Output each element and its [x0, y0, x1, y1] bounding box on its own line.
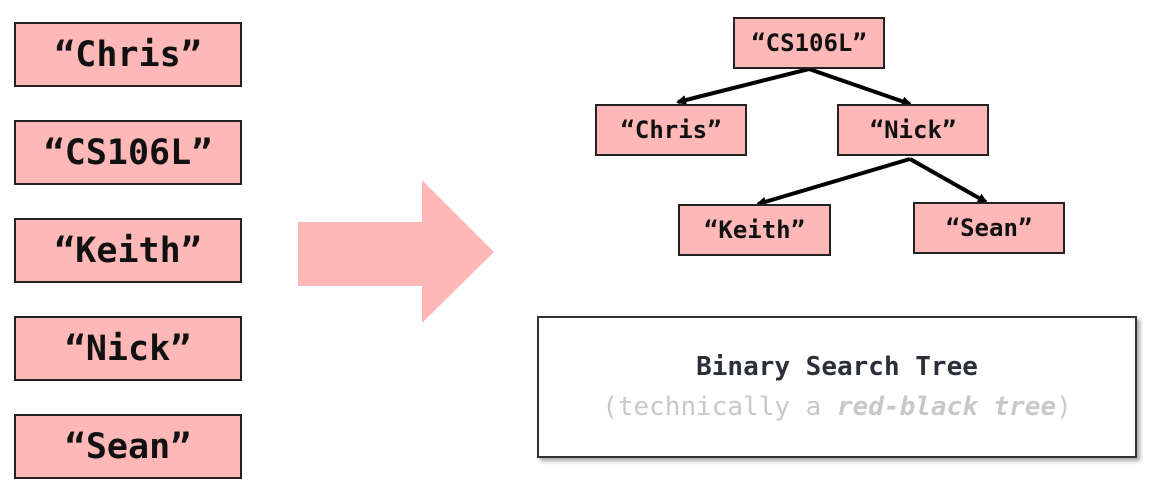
list-item-label: “Nick” — [64, 328, 192, 369]
tree-node-label: “CS106L” — [751, 29, 867, 57]
caption-box: Binary Search Tree (technically a red-bl… — [537, 316, 1137, 458]
list-item-label: “CS106L” — [43, 132, 213, 173]
caption-sub-prefix: (technically a — [602, 392, 837, 422]
list-item-label: “Keith” — [54, 230, 202, 271]
tree-node-label: “Keith” — [703, 216, 806, 244]
caption-sub-emphasis: red-black tree — [837, 392, 1057, 422]
edge-nick-keith — [756, 157, 911, 207]
list-item-label: “Sean” — [64, 426, 192, 467]
right-arrow-icon — [298, 180, 494, 323]
caption-subtitle: (technically a red-black tree) — [602, 392, 1072, 422]
list-item-chris: “Chris” — [14, 22, 242, 87]
edge-nick-sean — [909, 157, 988, 204]
list-item-label: “Chris” — [54, 34, 202, 75]
tree-node-chris: “Chris” — [595, 104, 747, 156]
tree-node-label: “Chris” — [620, 116, 722, 144]
tree-node-root: “CS106L” — [733, 17, 885, 69]
edge-root-left — [676, 67, 810, 105]
tree-node-keith: “Keith” — [678, 204, 831, 256]
tree-node-nick: “Nick” — [837, 104, 989, 156]
tree-edges — [676, 67, 988, 207]
edge-root-right — [808, 67, 912, 107]
list-item-sean: “Sean” — [14, 414, 242, 479]
tree-node-label: “Nick” — [869, 116, 957, 144]
tree-node-label: “Sean” — [945, 214, 1033, 242]
caption-sub-suffix: ) — [1056, 392, 1072, 422]
list-item-cs106l: “CS106L” — [14, 120, 242, 185]
tree-node-sean: “Sean” — [913, 202, 1065, 254]
caption-title: Binary Search Tree — [696, 352, 978, 382]
list-item-keith: “Keith” — [14, 218, 242, 283]
list-item-nick: “Nick” — [14, 316, 242, 381]
